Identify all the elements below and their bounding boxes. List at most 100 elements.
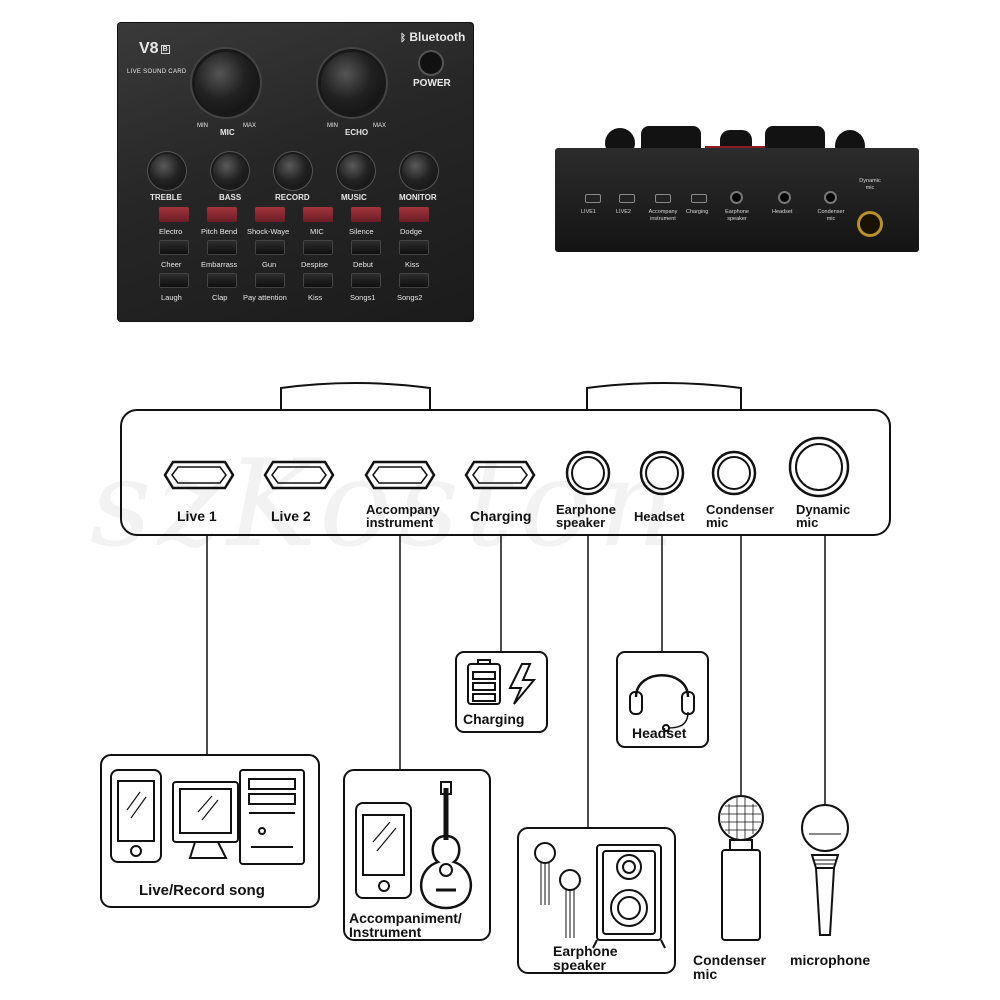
condenser-mic-icon [718,795,764,941]
charging-port[interactable] [691,194,707,203]
pad-label: MIC [310,227,324,236]
pad-label: Laugh [161,293,182,302]
knob-label-music: MUSIC [341,193,367,202]
pad-songs1[interactable] [351,273,381,288]
knob-label-bass: BASS [219,193,242,202]
pad-embarrass[interactable] [207,240,237,255]
pad-label: Shock-Waye [247,227,290,236]
device-body [120,409,891,536]
pad-laugh[interactable] [159,273,189,288]
pad-label: Embarrass [201,260,238,269]
port-live2 [263,460,335,490]
port-headset [639,450,685,496]
treble-knob[interactable] [150,154,184,188]
port-label-accompany: Accompany instrument [366,502,440,530]
live2-port[interactable] [619,194,635,203]
pad-kiss-2[interactable] [303,273,333,288]
speaker-icon [592,844,666,949]
echo-knob[interactable] [321,52,383,114]
port-charging [464,460,536,490]
echo-label: ECHO [345,128,369,137]
sound-card-back-photo: LIVE1 LIVE2 Accompany instrument Chargin… [555,122,919,262]
pad-pitch-bend[interactable] [207,207,237,222]
knob-drum-right [586,382,742,410]
port-dynamic [788,436,850,498]
port-accompany [364,460,436,490]
accompaniment-box [343,769,491,941]
pad-label: Pay attention [243,293,287,302]
back-port-label: Earphone speaker [725,209,749,222]
dynamic-mic-jack[interactable] [860,214,880,234]
bluetooth-label: ᛒ Bluetooth [400,30,466,44]
pad-label: Kiss [308,293,323,302]
pad-label: Electro [159,227,183,236]
battery-icon [467,659,501,705]
pad-label: Clap [212,293,228,302]
model-badge: B [160,45,170,54]
mic-label: MIC [220,128,235,137]
port-label-dynamic: Dynamic mic [796,502,851,530]
back-port-label: LIVE2 [616,209,631,215]
port-condenser [711,450,757,496]
pad-label: Cheer [161,260,182,269]
phone-icon [110,769,162,863]
bass-knob[interactable] [213,154,247,188]
pad-despise[interactable] [303,240,333,255]
monitor-knob[interactable] [402,154,436,188]
device-label-charging: Charging [463,711,525,727]
pad-electro[interactable] [159,207,189,222]
pad-gun[interactable] [255,240,285,255]
back-port-label: LIVE1 [581,209,596,215]
pad-cheer[interactable] [159,240,189,255]
device-label-live: Live/Record song [139,882,265,899]
headset-jack[interactable] [780,193,789,202]
back-port-label: Accompany instrument [648,209,678,222]
back-port-label: Charging [686,209,709,215]
accompany-port[interactable] [655,194,671,203]
mic-knob[interactable] [195,52,257,114]
earphone-jack[interactable] [732,193,741,202]
tablet-icon [355,802,412,899]
pad-mic[interactable] [303,207,333,222]
pad-debut[interactable] [351,240,381,255]
port-label-headset: Headset [634,509,685,524]
back-port-label: Condenser mic [817,209,845,222]
charging-box [455,651,548,733]
device-label-condenser: Condenser mic [693,952,767,982]
live-record-box [100,754,320,908]
live1-port[interactable] [585,194,601,203]
pad-pay-attention[interactable] [255,273,285,288]
mic-min-label: MIN [197,123,208,129]
port-label-live1: Live 1 [177,508,217,524]
bluetooth-icon: ᛒ [400,33,406,44]
pad-label: Dodge [400,227,423,236]
model-subtitle: LIVE SOUND CARD [127,69,187,75]
pad-dodge[interactable] [399,207,429,222]
back-port-label: Headset [772,209,793,215]
echo-min-label: MIN [327,123,338,129]
pad-songs2[interactable] [399,273,429,288]
device-label-microphone: microphone [790,952,871,968]
echo-max-label: MAX [373,123,387,129]
connection-lines [206,535,826,828]
pad-label: Silence [349,227,374,236]
lightning-icon [508,663,537,705]
port-label-condenser: Condenser mic [706,502,774,530]
music-knob[interactable] [339,154,373,188]
pad-kiss[interactable] [399,240,429,255]
back-panel: LIVE1 LIVE2 Accompany instrument Chargin… [555,148,919,252]
power-button[interactable] [420,52,442,74]
pad-shock-wave[interactable] [255,207,285,222]
record-knob[interactable] [276,154,310,188]
pad-clap[interactable] [207,273,237,288]
dynamic-microphone-icon [801,804,849,936]
pad-label: Gun [262,260,277,269]
pad-label: Songs2 [397,293,423,302]
condenser-jack[interactable] [826,193,835,202]
device-label-headset: Headset [632,725,687,741]
device-label-accompaniment: Accompaniment/ Instrument [349,910,462,940]
power-label: POWER [413,78,451,89]
pad-silence[interactable] [351,207,381,222]
headset-icon [629,674,695,732]
